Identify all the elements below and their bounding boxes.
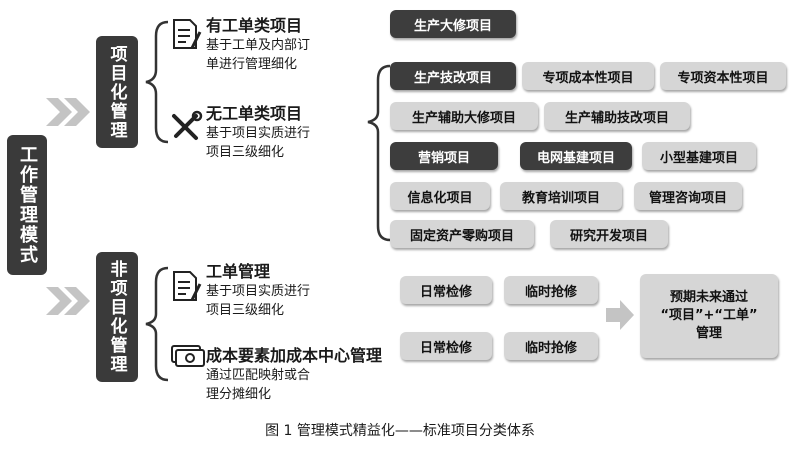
project-type-management-consulting: 管理咨询项目 [634, 182, 742, 210]
project-type-special-cost: 专项成本性项目 [522, 62, 654, 90]
right-arrow-icon [606, 300, 634, 330]
project-with-ticket-title: 有工单类项目 [206, 16, 303, 35]
project-type-research-development: 研究开发项目 [550, 220, 668, 248]
ticket-management-desc-line1: 基于项目实质进行 [206, 284, 311, 299]
branch-nonproject-label: 非项目化管理 [106, 260, 127, 374]
root-label: 工作管理模式 [17, 145, 38, 265]
document-pen-icon [173, 271, 202, 301]
cost-element-title: 成本要素加成本中心管理 [206, 346, 383, 365]
project-type-aux-tech-reform: 生产辅助技改项目 [544, 102, 690, 130]
project-type-special-capital: 专项资本性项目 [660, 62, 786, 90]
branch-project-node: 项目化管理 [96, 36, 138, 148]
work-type-emergency-repair: 临时抢修 [504, 332, 598, 360]
work-type-emergency-repair: 临时抢修 [504, 276, 598, 304]
wrench-screwdriver-icon [172, 110, 203, 140]
project-type-small-construction: 小型基建项目 [642, 142, 756, 170]
chevron-arrow-icon [46, 287, 90, 315]
project-without-ticket-desc-line2: 项目三级细化 [206, 145, 285, 160]
project-without-ticket-title: 无工单类项目 [206, 104, 303, 123]
bracket-project [145, 20, 169, 144]
project-without-ticket-group: 无工单类项目 基于项目实质进行 项目三级细化 [206, 100, 310, 162]
project-with-ticket-desc-line1: 基于工单及内部订 [206, 38, 311, 53]
ticket-management-title: 工单管理 [206, 262, 271, 281]
project-with-ticket-desc-line2: 单进行管理细化 [206, 57, 298, 72]
project-type-education-training: 教育培训项目 [500, 182, 622, 210]
ticket-management-desc-line2: 项目三级细化 [206, 303, 285, 318]
document-pen-icon [173, 19, 202, 49]
branch-project-label: 项目化管理 [106, 44, 127, 140]
future-note-line1: 预期未来通过 [669, 290, 748, 305]
bracket-project-types [367, 64, 391, 242]
money-icon [171, 345, 205, 367]
future-note-box: 预期未来通过 “项目”+“工单” 管理 [640, 274, 778, 358]
project-type-marketing: 营销项目 [390, 142, 498, 170]
project-without-ticket-desc-line1: 基于项目实质进行 [206, 126, 311, 141]
chevron-arrow-icon [46, 98, 90, 126]
branch-nonproject-node: 非项目化管理 [96, 252, 138, 382]
project-type-tech-reform: 生产技改项目 [390, 62, 516, 90]
ticket-management-group: 工单管理 基于项目实质进行 项目三级细化 [206, 258, 310, 320]
project-type-major-repair: 生产大修项目 [390, 10, 516, 38]
project-type-informatization: 信息化项目 [390, 182, 490, 210]
future-note-line3: 管理 [695, 326, 722, 341]
future-note-line2: “项目”+“工单” [660, 308, 758, 323]
work-type-routine-maintenance: 日常检修 [400, 332, 492, 360]
bracket-nonproject [145, 266, 169, 382]
work-type-routine-maintenance: 日常检修 [400, 276, 492, 304]
project-type-fixed-asset-purchase: 固定资产零购项目 [390, 220, 534, 248]
figure-caption: 图 1 管理模式精益化——标准项目分类体系 [265, 423, 535, 439]
project-with-ticket-group: 有工单类项目 基于工单及内部订 单进行管理细化 [206, 12, 310, 74]
root-node: 工作管理模式 [7, 135, 47, 275]
cost-element-group: 成本要素加成本中心管理 通过匹配映射或合 理分摊细化 [206, 342, 382, 404]
project-type-aux-major-repair: 生产辅助大修项目 [390, 102, 538, 130]
cost-element-desc-line2: 理分摊细化 [206, 387, 272, 402]
cost-element-desc-line1: 通过匹配映射或合 [206, 368, 311, 383]
project-type-grid-construction: 电网基建项目 [520, 142, 632, 170]
